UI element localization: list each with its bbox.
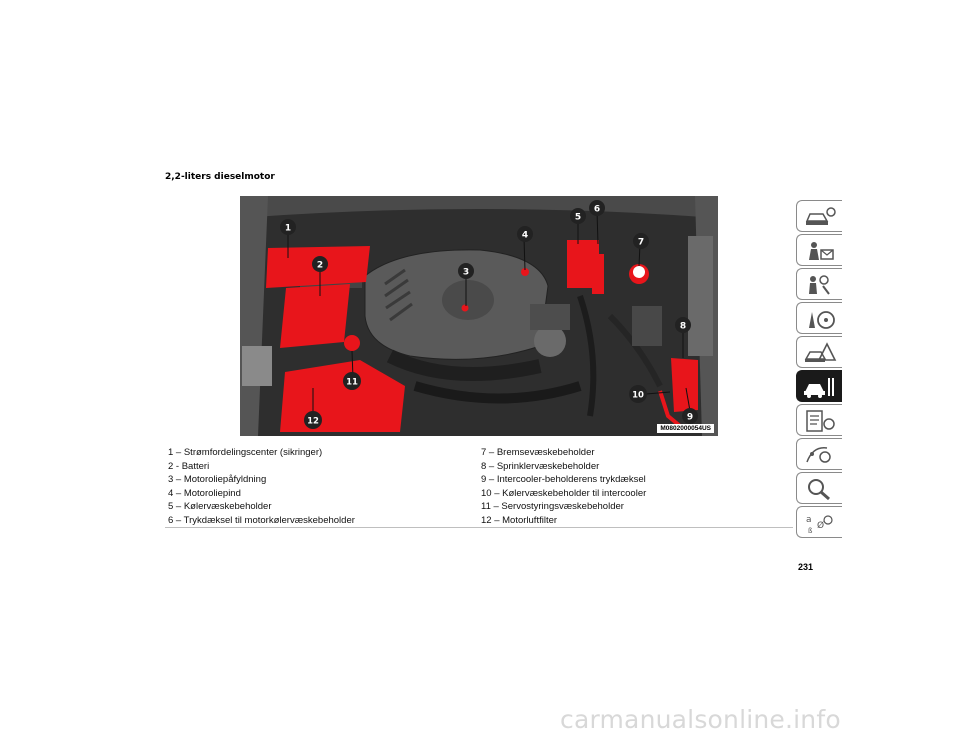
svg-text:9: 9 (687, 413, 693, 423)
callout-10: 10 (629, 385, 647, 403)
legend: 1 – Strømfordelingscenter (sikringer) 2 … (168, 446, 788, 528)
callout-2: 2 (312, 256, 328, 272)
starting-driving-icon (809, 275, 830, 295)
legend-item: 9 – Intercooler-beholderens trykdæksel (481, 474, 646, 486)
callout-3: 3 (458, 263, 474, 279)
chapter-tabs: a Ø ß (796, 200, 842, 540)
tab-starting-driving[interactable] (796, 268, 842, 300)
callout-4: 4 (517, 226, 533, 242)
svg-text:7: 7 (638, 238, 644, 248)
callout-markers: 1 2 3 4 5 6 7 8 9 10 11 12 (280, 200, 698, 429)
tab-safety[interactable] (796, 234, 842, 266)
legend-right-column: 7 – Bremsevæskebeholder 8 – Sprinklervæs… (481, 446, 781, 528)
tab-index[interactable] (796, 472, 842, 504)
legend-item: 8 – Sprinklervæskebeholder (481, 460, 600, 472)
svg-text:1: 1 (285, 224, 291, 234)
callout-9: 9 (682, 408, 698, 424)
steering-wheel-icon (809, 311, 835, 329)
svg-text:8: 8 (680, 322, 686, 332)
legend-item: 10 – Kølervæskebeholder til intercooler (481, 487, 647, 499)
legend-item: 5 – Kølervæskebeholder (168, 501, 272, 513)
legend-item: 11 – Servostyringsvæskebeholder (481, 501, 624, 513)
svg-text:3: 3 (463, 268, 469, 278)
callout-1: 1 (280, 219, 296, 235)
svg-text:ß: ß (808, 527, 813, 535)
svg-text:11: 11 (346, 378, 358, 388)
search-index-icon (808, 479, 830, 501)
svg-text:6: 6 (594, 205, 600, 215)
multimedia-icon (806, 447, 831, 463)
legend-item: 3 – Motoroliepåfyldning (168, 474, 267, 486)
svg-text:4: 4 (522, 231, 528, 241)
tab-multimedia[interactable] (796, 438, 842, 470)
engine-figure: 1 2 3 4 5 6 7 8 9 10 11 12 M0802000054US (240, 196, 718, 436)
callout-6: 6 (589, 200, 605, 216)
figure-code: M0802000054US (657, 424, 714, 433)
roadside-emergency-icon (804, 342, 837, 362)
callout-5: 5 (570, 208, 586, 224)
section-title: 2,2-liters dieselmotor (165, 172, 275, 182)
page-number: 231 (798, 562, 814, 572)
callout-7: 7 (633, 233, 649, 249)
legend-item: 4 – Motoroliepind (168, 487, 241, 499)
language-icon: a Ø ß (806, 515, 833, 535)
specifications-icon (806, 410, 835, 432)
tab-servicing-maintenance[interactable] (796, 370, 842, 402)
svg-text:10: 10 (632, 391, 644, 401)
car-service-wrench-icon (804, 378, 834, 398)
svg-text:12: 12 (307, 417, 319, 427)
legend-left-column: 1 – Strømfordelingscenter (sikringer) 2 … (168, 446, 468, 528)
safety-airbag-icon (809, 242, 834, 260)
svg-text:2: 2 (317, 261, 323, 271)
legend-item: 12 – Motorluftfilter (481, 514, 558, 526)
callout-11: 11 (343, 372, 361, 390)
engine-bay-illustration: 1 2 3 4 5 6 7 8 9 10 11 12 (240, 196, 718, 436)
legend-item: 2 - Batteri (168, 460, 210, 472)
tab-steering[interactable] (796, 302, 842, 334)
svg-text:5: 5 (575, 213, 581, 223)
dashboard-car-icon (805, 207, 836, 225)
watermark: carmanualsonline.info (560, 705, 841, 734)
svg-text:a: a (806, 515, 812, 525)
legend-item: 7 – Bremsevæskebeholder (481, 447, 595, 458)
legend-item: 6 – Trykdæksel til motorkølervæskebehold… (168, 514, 355, 526)
tab-languages[interactable]: a Ø ß (796, 506, 842, 538)
svg-text:Ø: Ø (817, 520, 824, 531)
tab-roadside-emergency[interactable] (796, 336, 842, 368)
tab-specifications[interactable] (796, 404, 842, 436)
legend-divider (165, 527, 793, 528)
callout-12: 12 (304, 411, 322, 429)
tab-dashboard[interactable] (796, 200, 842, 232)
callout-8: 8 (675, 317, 691, 333)
legend-item: 1 – Strømfordelingscenter (sikringer) (168, 447, 323, 458)
